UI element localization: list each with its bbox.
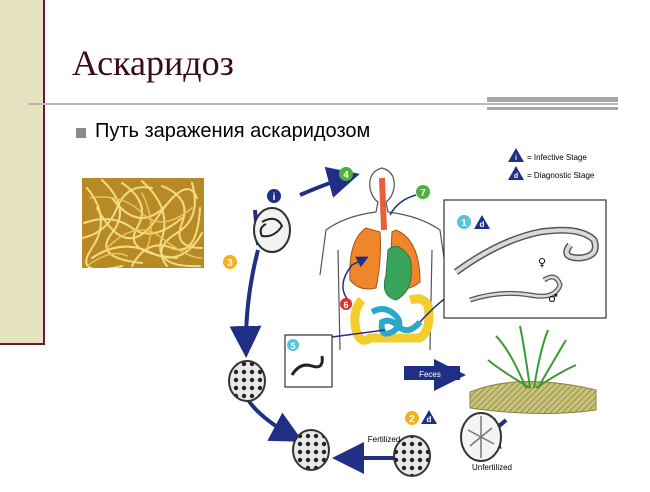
legend-infective-symbol: i xyxy=(515,155,517,162)
male-symbol: ♂ xyxy=(548,292,558,305)
step-3-marker xyxy=(223,255,237,269)
feces-arrow xyxy=(404,366,460,380)
step-4-label: 4 xyxy=(343,170,349,181)
step-2-diagnostic-marker xyxy=(421,410,437,424)
step-6-label: 6 xyxy=(343,300,348,310)
side-accent-line xyxy=(43,0,45,345)
title-divider-accent-top xyxy=(487,97,618,102)
step-1-diagnostic-symbol: d xyxy=(480,220,485,229)
larva xyxy=(290,355,324,376)
stomach xyxy=(383,245,412,301)
female-symbol: ♀ xyxy=(538,256,546,269)
step-2-label: 2 xyxy=(409,414,415,425)
legend: i = Infective Stage d = Diagnostic Stage xyxy=(508,148,595,180)
side-bottom-line xyxy=(0,343,45,345)
step-1-label: 1 xyxy=(461,218,467,229)
large-intestine xyxy=(350,294,434,345)
human-body-outline xyxy=(319,167,447,351)
legend-diagnostic-text: = Diagnostic Stage xyxy=(527,171,595,180)
trachea xyxy=(379,177,387,231)
grass xyxy=(487,325,577,389)
legend-diagnostic-symbol: d xyxy=(514,173,518,180)
side-panel xyxy=(0,0,43,345)
bullet-text: Путь заражения аскаридозом xyxy=(95,120,371,142)
step-4-marker xyxy=(339,167,353,181)
legend-infective-text: = Infective Stage xyxy=(527,153,587,162)
step-1-infective-symbol: i xyxy=(273,192,276,203)
step-1-diagnostic-marker xyxy=(474,215,490,229)
worms-photo xyxy=(82,178,204,268)
legend-infective-icon xyxy=(508,148,524,162)
unfertilized-label: Unfertilized xyxy=(472,463,512,472)
fertilized-label: Fertilized xyxy=(368,435,400,444)
slide-title: Аскаридоз xyxy=(72,43,234,83)
step-7-marker xyxy=(416,185,430,199)
fertilized-egg xyxy=(393,435,431,477)
step-5-label: 5 xyxy=(290,341,295,351)
legend-diagnostic-icon xyxy=(508,166,524,180)
step-1-infective-marker xyxy=(267,189,281,203)
title-divider xyxy=(28,103,618,105)
soil-mound xyxy=(469,381,597,415)
title-divider-accent-bottom xyxy=(487,107,618,110)
embryonated-egg-top xyxy=(253,207,291,253)
step-1-marker xyxy=(457,215,471,229)
step-3-label: 3 xyxy=(227,258,233,269)
ascaris-life-cycle-diagram: 4 7 i 3 Fertilized Unfertilized 2 d Fece… xyxy=(209,148,610,487)
egg-left xyxy=(228,360,266,402)
bullet-icon xyxy=(76,128,86,138)
step-5-marker xyxy=(287,339,299,351)
step-6-marker xyxy=(340,298,352,310)
feces-label: Feces xyxy=(419,370,441,379)
egg-bottom-left xyxy=(292,429,330,471)
step-2-diagnostic-symbol: d xyxy=(427,415,432,424)
small-intestine xyxy=(370,306,423,337)
step-7-label: 7 xyxy=(420,188,426,199)
step-2-marker xyxy=(405,411,419,425)
